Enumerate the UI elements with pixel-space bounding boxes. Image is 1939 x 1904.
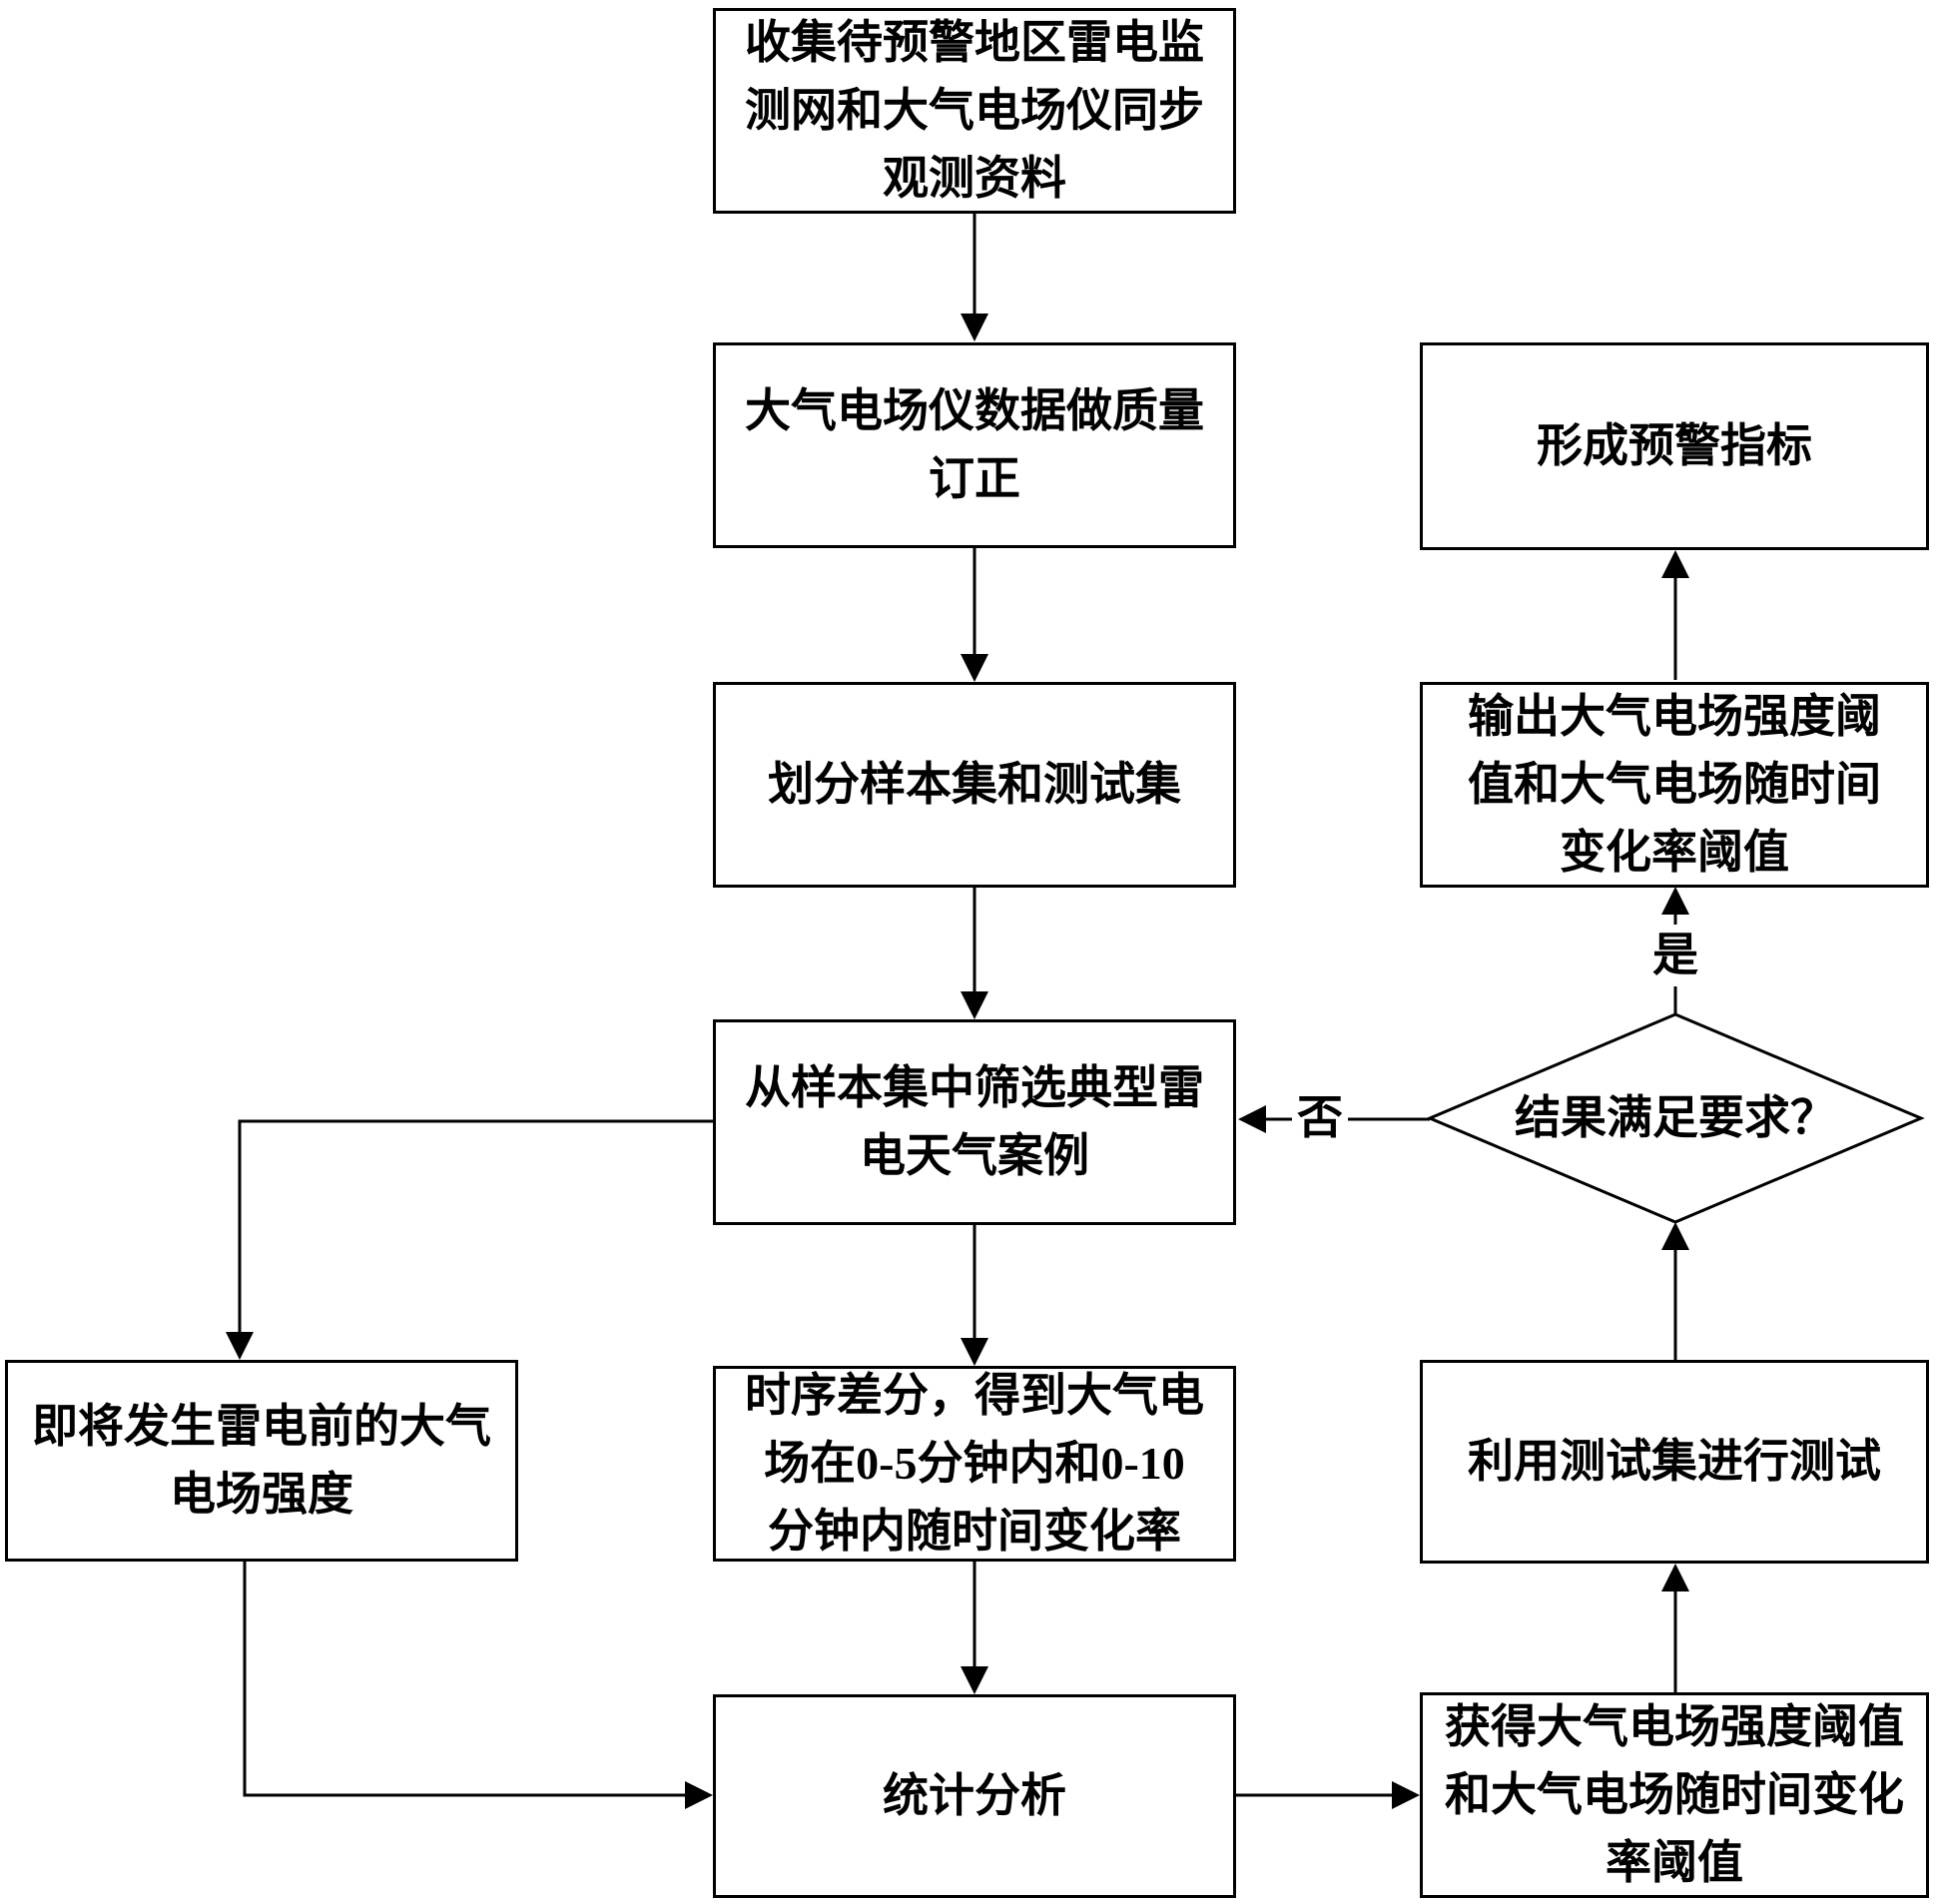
node-label: 大气电场仪数据做质量订正	[744, 377, 1205, 513]
node-label: 形成预警指标	[1537, 412, 1812, 480]
node-split-sample-test-sets: 划分样本集和测试集	[713, 682, 1236, 888]
node-label: 获得大气电场强度阈值和大气电场随时间变化率阈值	[1445, 1693, 1904, 1897]
edge-label-no: 否	[1292, 1087, 1348, 1149]
node-time-series-difference: 时序差分，得到大气电场在0-5分钟内和0-10分钟内随时间变化率	[713, 1366, 1236, 1562]
node-collect-observation-data: 收集待预警地区雷电监测网和大气电场仪同步观测资料	[713, 8, 1236, 214]
arrowhead-up-indicator	[1661, 550, 1689, 578]
arrowhead-down-select	[961, 991, 988, 1019]
edge-label-yes: 是	[1647, 925, 1703, 986]
node-select-lightning-cases: 从样本集中筛选典型雷电天气案例	[713, 1019, 1236, 1225]
arrowhead-up-test	[1661, 1564, 1689, 1591]
node-label: 输出大气电场强度阈值和大气电场随时间变化率阈值	[1461, 683, 1888, 887]
node-label: 划分样本集和测试集	[768, 751, 1181, 819]
arrowhead-right-stats	[685, 1781, 713, 1809]
edge-label-text: 是	[1652, 925, 1698, 986]
node-test-with-test-set: 利用测试集进行测试	[1420, 1360, 1929, 1564]
arrowhead-left-select	[1238, 1105, 1266, 1133]
node-obtain-thresholds: 获得大气电场强度阈值和大气电场随时间变化率阈值	[1420, 1692, 1929, 1898]
arrowhead-down-stats	[961, 1666, 988, 1694]
node-label: 结果满足要求？	[1515, 1084, 1836, 1152]
arrowhead-down-quality	[961, 314, 988, 341]
node-pre-lightning-field-strength: 即将发生雷电前的大气电场强度	[5, 1360, 518, 1562]
node-output-thresholds: 输出大气电场强度阈值和大气电场随时间变化率阈值	[1420, 682, 1929, 888]
arrowhead-up-decision	[1661, 1222, 1689, 1250]
node-quality-correction: 大气电场仪数据做质量订正	[713, 342, 1236, 548]
edge-select-prefield	[240, 1121, 713, 1334]
edge-prefield-stats	[245, 1560, 687, 1795]
arrowhead-down-prefield	[226, 1332, 254, 1360]
node-label: 时序差分，得到大气电场在0-5分钟内和0-10分钟内随时间变化率	[742, 1362, 1207, 1566]
node-label: 统计分析	[883, 1762, 1066, 1830]
arrowhead-right-obtain	[1392, 1781, 1420, 1809]
edge-label-text: 否	[1297, 1087, 1343, 1149]
node-decision-result-satisfactory: 结果满足要求？	[1446, 1068, 1905, 1168]
node-label: 即将发生雷电前的大气电场强度	[32, 1393, 491, 1529]
node-form-warning-indicator: 形成预警指标	[1420, 342, 1929, 550]
arrowhead-up-output	[1661, 887, 1689, 915]
node-label: 收集待预警地区雷电监测网和大气电场仪同步观测资料	[744, 9, 1205, 213]
node-label: 利用测试集进行测试	[1468, 1428, 1881, 1496]
arrowhead-down-split	[961, 654, 988, 682]
node-label: 从样本集中筛选典型雷电天气案例	[744, 1054, 1205, 1190]
node-statistical-analysis: 统计分析	[713, 1694, 1236, 1898]
